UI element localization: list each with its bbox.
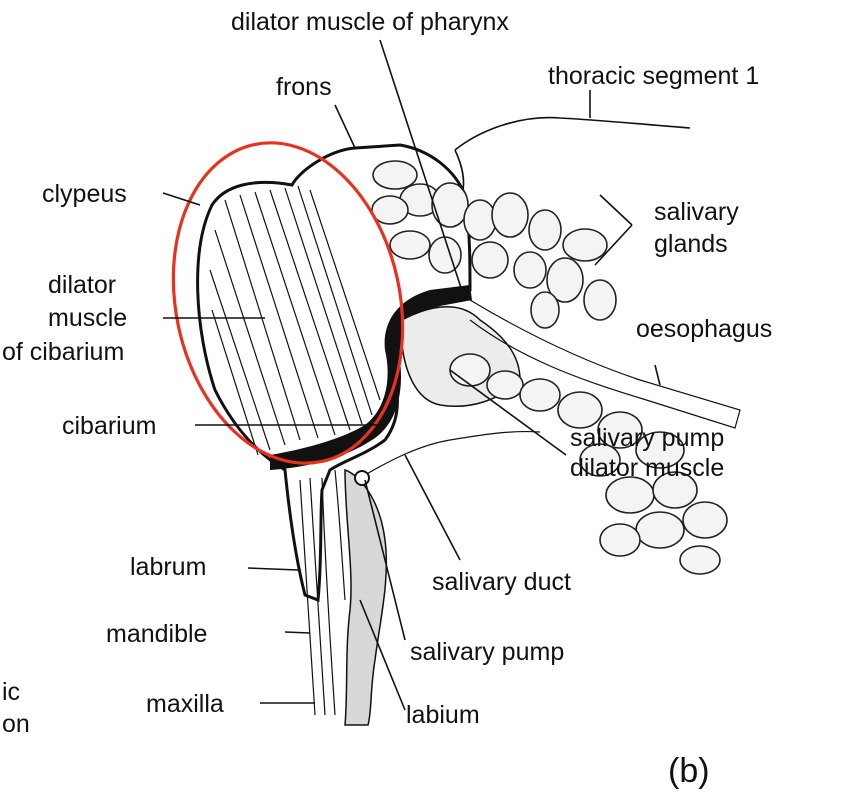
label-salivary-duct: salivary duct <box>432 568 571 596</box>
label-labrum: labrum <box>130 553 206 581</box>
label-dilator-cibarium-line1: dilator <box>48 271 116 299</box>
label-mandible: mandible <box>106 620 207 648</box>
label-dilator-muscle-of-pharynx: dilator muscle of pharynx <box>231 8 509 36</box>
panel-label: (b) <box>668 752 710 790</box>
label-dilator-cibarium-line2: muscle <box>48 304 127 332</box>
label-salivary-pump-dilator-line2: dilator muscle <box>570 454 724 482</box>
labium <box>345 470 386 725</box>
label-clypeus: clypeus <box>42 180 127 208</box>
label-cut-fragment-1: ic <box>2 678 20 706</box>
label-salivary-glands-line1: salivary <box>654 198 739 226</box>
label-salivary-glands-line2: glands <box>654 230 728 258</box>
label-maxilla: maxilla <box>146 690 224 718</box>
label-thoracic-segment-1: thoracic segment 1 <box>548 62 759 90</box>
label-salivary-pump: salivary pump <box>410 638 564 666</box>
label-cibarium: cibarium <box>62 412 156 440</box>
label-dilator-cibarium-line3: of cibarium <box>2 338 124 366</box>
label-frons: frons <box>276 73 332 101</box>
label-labium: labium <box>406 701 480 729</box>
salivary-pump <box>355 471 369 485</box>
thoracic-segment <box>455 118 690 150</box>
label-oesophagus: oesophagus <box>636 315 772 343</box>
label-cut-fragment-2: on <box>2 710 30 738</box>
label-salivary-pump-dilator-line1: salivary pump <box>570 424 724 452</box>
